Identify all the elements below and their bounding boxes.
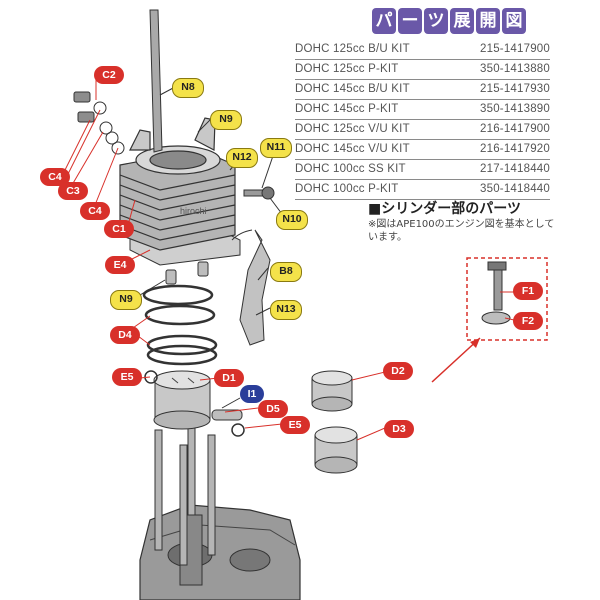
part-label-f1: F1: [513, 282, 543, 300]
part-label-c1: C1: [104, 220, 134, 238]
piston-rings: [142, 284, 218, 366]
kit-row: DOHC 145cc B/U KIT 215-1417930: [295, 80, 550, 100]
part-label-n9: N9: [210, 110, 242, 130]
kit-code: 350-1413890: [480, 103, 550, 115]
part-label-c4: C4: [80, 202, 110, 220]
title-char: パ: [372, 8, 396, 34]
title-char: 図: [502, 8, 526, 34]
inset-detail-box: [466, 257, 548, 341]
kit-row: DOHC 100cc P-KIT 350-1418440: [295, 180, 550, 200]
part-label-b8: B8: [270, 262, 302, 282]
cylinder-block: [119, 117, 236, 251]
kit-code: 350-1418440: [480, 183, 550, 195]
kit-row: DOHC 145cc P-KIT 350-1413890: [295, 100, 550, 120]
section-title: ■シリンダー部のパーツ: [368, 201, 521, 217]
kit-name: DOHC 125cc P-KIT: [295, 63, 399, 75]
part-label-e4: E4: [105, 256, 135, 274]
watermark: hirochi: [180, 206, 207, 216]
head-bolts: [73, 91, 125, 155]
cylinder-studs: [154, 414, 216, 566]
kit-name: DOHC 100cc SS KIT: [295, 163, 406, 175]
title-char: ー: [398, 8, 422, 34]
kit-name: DOHC 125cc B/U KIT: [295, 43, 410, 55]
kit-row: DOHC 100cc SS KIT 217-1418440: [295, 160, 550, 180]
kit-name: DOHC 145cc P-KIT: [295, 103, 399, 115]
part-label-n13: N13: [270, 300, 302, 320]
kit-name: DOHC 145cc B/U KIT: [295, 83, 410, 95]
kit-code: 350-1413880: [480, 63, 550, 75]
kit-code: 216-1417900: [480, 123, 550, 135]
cam-chain-guide-rod: [149, 9, 163, 153]
piston-main: [153, 370, 211, 430]
title-char: ツ: [424, 8, 448, 34]
dowel-pin: [165, 261, 209, 285]
kit-code: 215-1417930: [480, 83, 550, 95]
piston-alt-2: [314, 426, 358, 474]
kit-name: DOHC 100cc P-KIT: [295, 183, 399, 195]
kit-row: DOHC 125cc P-KIT 350-1413880: [295, 60, 550, 80]
kit-row: DOHC 125cc B/U KIT 215-1417900: [295, 40, 550, 60]
part-label-d1: D1: [214, 369, 244, 387]
part-label-d2: D2: [383, 362, 413, 380]
leader-lines: [64, 80, 515, 441]
inset-arrow: [431, 337, 481, 383]
title-char: 展: [450, 8, 474, 34]
kit-code: 216-1417920: [480, 143, 550, 155]
crankcase: [139, 504, 301, 600]
part-label-n11: N11: [260, 138, 292, 158]
piston-alt-1: [311, 370, 353, 412]
tensioner-bolt: [243, 186, 275, 200]
section-note: ※図はAPE100のエンジン図を基本としています。: [368, 219, 555, 243]
part-label-i1: I1: [240, 385, 264, 403]
cam-chain-tensioner: [231, 229, 271, 346]
part-label-c4: C4: [40, 168, 70, 186]
part-label-e5: E5: [280, 416, 310, 434]
title-char: 開: [476, 8, 500, 34]
piston-pin: [211, 409, 245, 437]
kit-code: 215-1417900: [480, 43, 550, 55]
part-label-c2: C2: [94, 66, 124, 84]
part-label-d5: D5: [258, 400, 288, 418]
part-label-n10: N10: [276, 210, 308, 230]
kit-name: DOHC 125cc V/U KIT: [295, 123, 410, 135]
part-label-f2: F2: [513, 312, 543, 330]
kit-table: DOHC 125cc B/U KIT 215-1417900 DOHC 125cc…: [295, 40, 550, 200]
part-label-c3: C3: [58, 182, 88, 200]
kit-name: DOHC 145cc V/U KIT: [295, 143, 410, 155]
part-label-n12: N12: [226, 148, 258, 168]
kit-row: DOHC 145cc V/U KIT 216-1417920: [295, 140, 550, 160]
part-label-d3: D3: [384, 420, 414, 438]
part-label-d4: D4: [110, 326, 140, 344]
kit-code: 217-1418440: [480, 163, 550, 175]
kit-row: DOHC 125cc V/U KIT 216-1417900: [295, 120, 550, 140]
part-label-n8: N8: [172, 78, 204, 98]
part-label-e5: E5: [112, 368, 142, 386]
part-label-n9: N9: [110, 290, 142, 310]
